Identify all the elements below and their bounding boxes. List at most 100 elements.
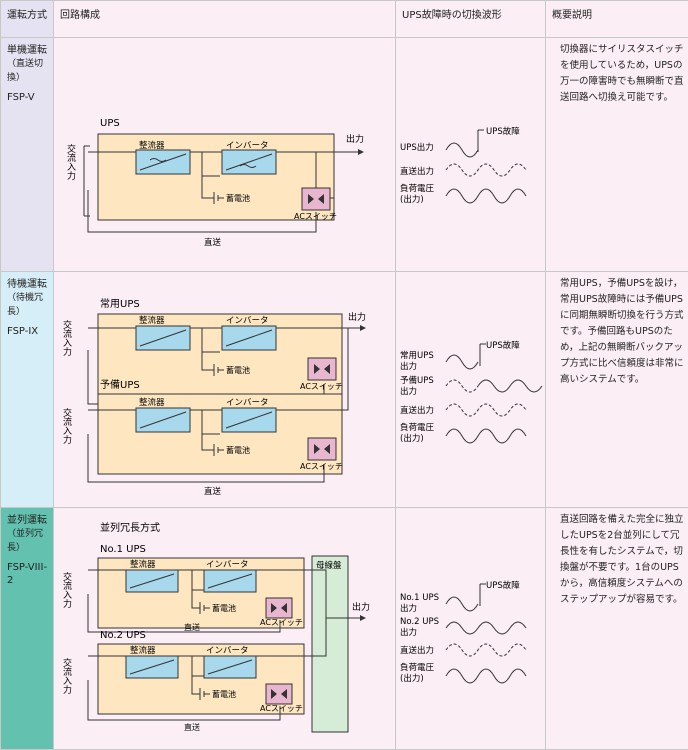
row1-rectifier-label: 整流器: [139, 140, 165, 151]
row2-wave-label-2: 予備UPS: [400, 375, 434, 386]
header-circuit-label: 回路構成: [54, 1, 395, 21]
row3-mode-title: 並列運転: [7, 515, 47, 526]
row3-mode-cell: 並列運転 （並列冗長） FSP-VIII-2: [1, 508, 54, 750]
row2-wave-label-4b: (出力): [400, 433, 424, 444]
row1-output-label: 出力: [346, 133, 364, 145]
row1-fault-label: UPS故障: [486, 126, 520, 137]
row1-circuit-diagram: UPS 交流入力 整流器 インバータ: [54, 38, 396, 271]
row2-mode-cell: 待機運転 （待機冗長） FSP-IX: [1, 272, 54, 508]
row1-circuit-cell: UPS 交流入力 整流器 インバータ: [54, 38, 396, 272]
row3-busbar: [312, 556, 348, 732]
row3-rectifier-label-2: 整流器: [130, 645, 156, 656]
row3-ac-input-label-2: 交流入力: [61, 657, 72, 695]
row3-wave-cell: UPS故障 No.1 UPS 出力 No.2 UPS 出力 直送出力 負荷電圧 …: [396, 508, 546, 750]
row2-ac-switch-block-2: [308, 438, 336, 460]
row3-fault-label: UPS故障: [486, 580, 520, 591]
row2-wave-label-4: 負荷電圧: [400, 422, 435, 433]
row2-ups-label-2: 予備UPS: [100, 378, 140, 391]
row2-wave-label-2b: 出力: [400, 386, 417, 397]
row2-wave-diagram: UPS故障 常用UPS 出力 予備UPS 出力 直送出力 負荷電圧 (出力): [396, 272, 546, 507]
row3-ups-label-1: No.1 UPS: [100, 544, 146, 555]
row1-wave-cell: UPS故障 UPS出力 直送出力 負荷電圧 (出力): [396, 38, 546, 272]
row2-rectifier-label-1: 整流器: [139, 315, 165, 326]
row1-wave-label-3: 負荷電圧: [400, 183, 435, 194]
row1-mode-sub: （直送切換）: [7, 59, 43, 83]
row3-wave-label-4b: (出力): [400, 673, 424, 684]
row3-inverter-label-2: インバータ: [206, 646, 249, 656]
row3-busbar-label: 母線盤: [316, 560, 342, 571]
row2-bypass-label: 直送: [204, 486, 222, 497]
row3-ac-switch-label-2: ACスイッチ: [260, 704, 303, 713]
row1-mode-code: FSP-V: [7, 91, 53, 104]
row3-wave-label-1: No.1 UPS: [400, 593, 439, 603]
row3-circuit-diagram: 並列冗長方式 No.1 UPS 交流入力 整流器 インバータ 蓄電池 ACスイッ…: [54, 508, 396, 749]
row1-wave-diagram: UPS故障 UPS出力 直送出力 負荷電圧 (出力): [396, 38, 546, 271]
header-summary-label: 概要説明: [546, 1, 688, 21]
row2-wave-label-3: 直送出力: [400, 405, 434, 416]
row3-wave-diagram: UPS故障 No.1 UPS 出力 No.2 UPS 出力 直送出力 負荷電圧 …: [396, 508, 546, 749]
row2-mode-sub: （待機冗長）: [7, 293, 43, 317]
row3-ac-input-label-1: 交流入力: [61, 571, 72, 609]
row2-summary-text: 常用UPS，予備UPSを設け，常用UPS故障時には予備UPSに同期無瞬断切換を行…: [546, 272, 688, 388]
row1-ups-box: [98, 134, 334, 220]
row2-wave-cell: UPS故障 常用UPS 出力 予備UPS 出力 直送出力 負荷電圧 (出力): [396, 272, 546, 508]
row3-mode-sub: （並列冗長）: [7, 529, 43, 553]
row3-ups-label-2: No.2 UPS: [100, 630, 146, 641]
row1-mode-title: 単機運転: [7, 45, 47, 56]
row2-ac-input-label-1: 交流入力: [61, 319, 72, 357]
row2-inverter-label-2: インバータ: [226, 398, 269, 408]
row3-inverter-label-1: インバータ: [206, 560, 249, 570]
row2-circuit-cell: 常用UPS 交流入力 整流器 インバータ 蓄電池 ACスイッチ 出力: [54, 272, 396, 508]
row3-ac-switch-label-1: ACスイッチ: [260, 618, 303, 627]
row2-ac-switch-label-2: ACスイッチ: [300, 462, 343, 471]
row3-summary-text: 直送回路を備えた完全に独立したUPSを2台並列にして冗長性を有したシステムで，切…: [546, 508, 688, 608]
row1-summary-cell: 切換器にサイリスタスイッチを使用しているため，UPSの万一の障害時でも無瞬断で直…: [546, 38, 688, 272]
header-waveform-label: UPS故障時の切換波形: [396, 1, 545, 21]
header-waveform: UPS故障時の切換波形: [396, 1, 546, 38]
row1-ac-input-label: 交流入力: [65, 143, 76, 181]
row1-wave-label-1: UPS出力: [400, 142, 434, 153]
row3-wave-label-2: No.2 UPS: [400, 617, 439, 627]
header-circuit: 回路構成: [54, 1, 396, 38]
row2-mode-title: 待機運転: [7, 279, 47, 290]
row2-ac-switch-label-1: ACスイッチ: [300, 382, 343, 391]
row2-ups-label-1: 常用UPS: [100, 297, 140, 310]
row2-wave-label-1: 常用UPS: [400, 350, 434, 361]
row3-wave-label-2b: 出力: [400, 627, 417, 638]
row3-wave-label-3: 直送出力: [400, 645, 434, 656]
header-mode-label: 運転方式: [1, 1, 53, 21]
row1-bypass-label: 直送: [204, 237, 222, 248]
row2-inverter-label-1: インバータ: [226, 316, 269, 326]
row3-bypass-label-2: 直送: [184, 722, 200, 732]
row3-wave-label-1b: 出力: [400, 603, 417, 614]
row1-ups-label: UPS: [100, 118, 120, 129]
row3-bypass-label-1: 直送: [184, 622, 200, 632]
row2-summary-cell: 常用UPS，予備UPSを設け，常用UPS故障時には予備UPSに同期無瞬断切換を行…: [546, 272, 688, 508]
row3-ac-switch-block-1: [266, 598, 292, 618]
row3-wave-label-4: 負荷電圧: [400, 662, 435, 673]
row1-ac-switch-label: ACスイッチ: [294, 212, 337, 221]
header-mode: 運転方式: [1, 1, 54, 38]
row3-mode-code: FSP-VIII-2: [7, 561, 53, 587]
row1-mode-cell: 単機運転 （直送切換） FSP-V: [1, 38, 54, 272]
row3-ac-switch-block-2: [266, 684, 292, 704]
row2-battery-label-2: 蓄電池: [226, 445, 250, 455]
row2-mode-code: FSP-IX: [7, 325, 53, 338]
row2-rectifier-label-2: 整流器: [139, 397, 165, 408]
header-summary: 概要説明: [546, 1, 688, 38]
row3-circuit-title: 並列冗長方式: [100, 521, 160, 534]
row2-fault-label: UPS故障: [486, 340, 520, 351]
row3-circuit-cell: 並列冗長方式 No.1 UPS 交流入力 整流器 インバータ 蓄電池 ACスイッ…: [54, 508, 396, 750]
row2-output-label: 出力: [348, 311, 366, 323]
row3-rectifier-label-1: 整流器: [130, 559, 156, 570]
row3-output-label: 出力: [352, 601, 370, 613]
row3-battery-label-1: 蓄電池: [212, 603, 236, 613]
row1-wave-label-2: 直送出力: [400, 166, 434, 177]
row1-summary-text: 切換器にサイリスタスイッチを使用しているため，UPSの万一の障害時でも無瞬断で直…: [546, 38, 688, 106]
row2-battery-label-1: 蓄電池: [226, 365, 250, 375]
row2-wave-label-1b: 出力: [400, 361, 417, 372]
row3-summary-cell: 直送回路を備えた完全に独立したUPSを2台並列にして冗長性を有したシステムで，切…: [546, 508, 688, 750]
row2-ac-switch-block-1: [308, 358, 336, 380]
